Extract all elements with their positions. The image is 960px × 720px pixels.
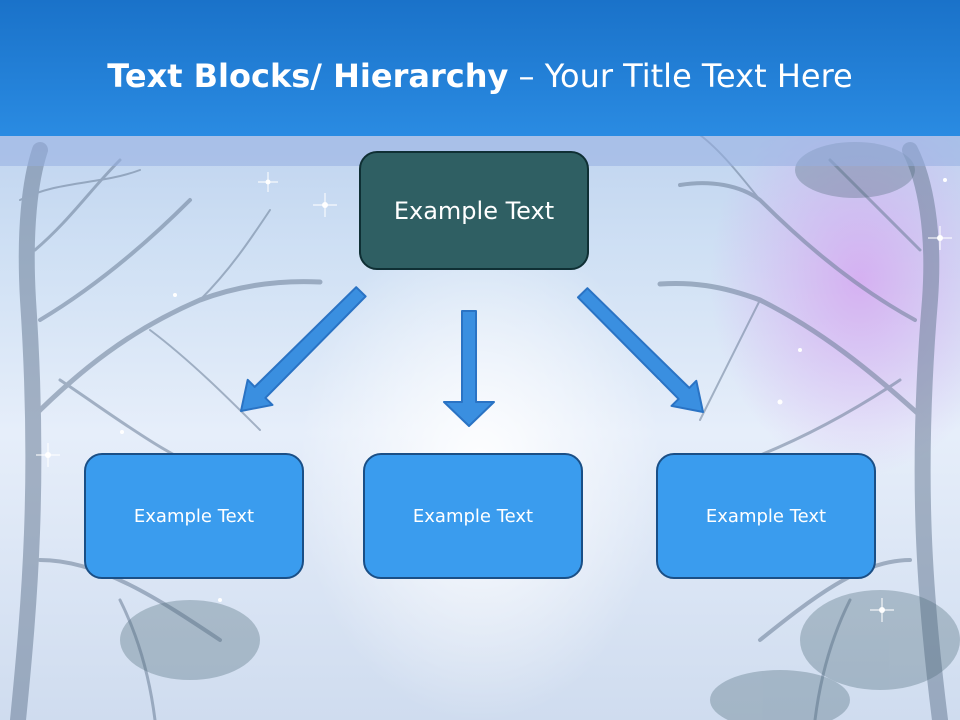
top-level-box[interactable]: Example Text [359, 151, 589, 270]
arrow-right [577, 287, 704, 413]
arrow-left [240, 286, 367, 412]
child-box-center[interactable]: Example Text [363, 453, 583, 579]
child-box-right[interactable]: Example Text [656, 453, 876, 579]
slide-title-regular: Your Title Text Here [544, 57, 853, 95]
slide-title: Text Blocks/ Hierarchy – Your Title Text… [0, 52, 960, 100]
slide-title-separator: – [508, 57, 545, 95]
slide-title-bold: Text Blocks/ Hierarchy [107, 57, 509, 95]
title-bar [0, 0, 960, 136]
child-box-left[interactable]: Example Text [84, 453, 304, 579]
arrow-center [443, 310, 495, 427]
